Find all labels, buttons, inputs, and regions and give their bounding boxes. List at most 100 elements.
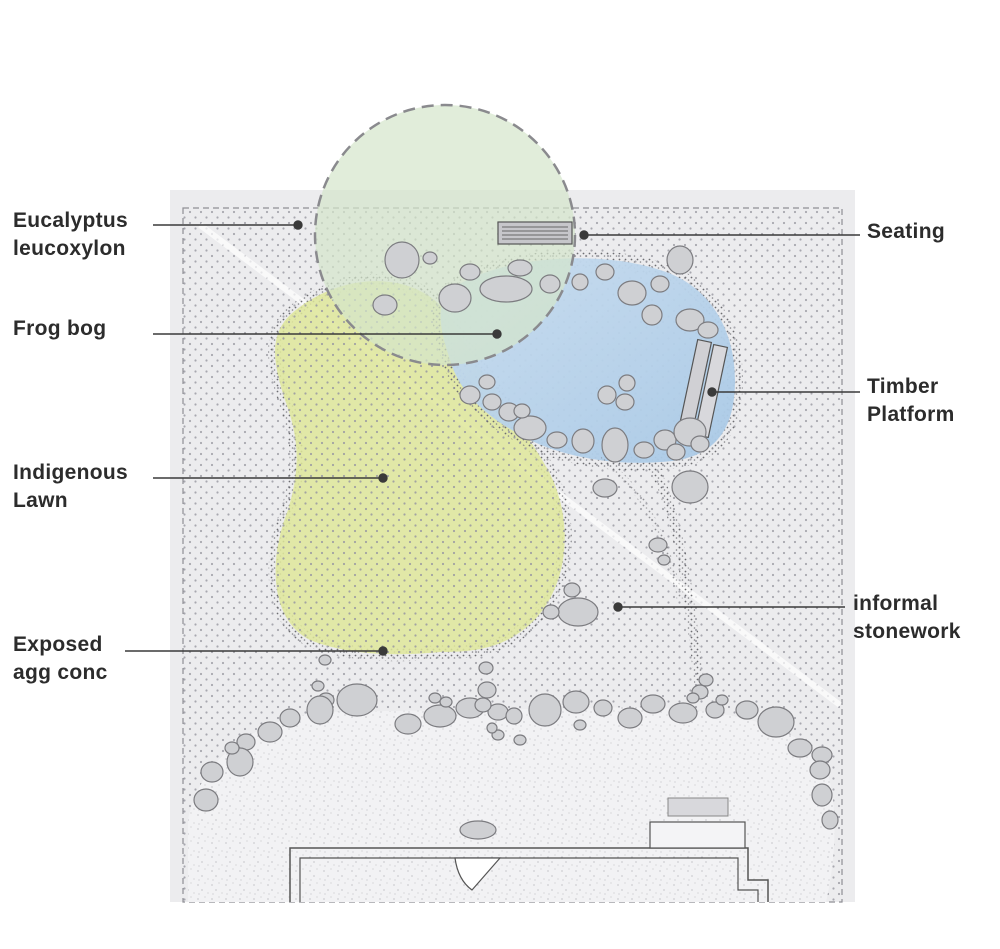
house-outline	[289, 847, 769, 902]
label-seating: Seating	[867, 218, 945, 246]
stone	[698, 673, 714, 687]
stone	[486, 722, 498, 734]
leader-dot-seating	[579, 230, 589, 240]
stone	[257, 721, 283, 743]
stone	[597, 385, 617, 405]
stone	[478, 661, 494, 675]
leader-dot-lawn	[378, 473, 388, 483]
stone	[666, 245, 694, 275]
label-timber-line2: Platform	[867, 403, 955, 426]
stone	[459, 820, 497, 840]
stone	[384, 241, 420, 279]
label-seating-line1: Seating	[867, 220, 945, 243]
label-lawn-line2: Lawn	[13, 489, 68, 512]
label-frog-bog: Frog bog	[13, 315, 106, 343]
stone	[715, 694, 729, 706]
house-element	[667, 797, 729, 817]
label-timber-platform: Timber Platform	[867, 373, 955, 429]
stone	[394, 713, 422, 735]
stone	[562, 690, 590, 714]
door-swing	[454, 857, 502, 891]
stone	[459, 263, 481, 281]
stone	[423, 704, 457, 728]
stone	[666, 443, 686, 461]
label-stonework-line1: informal	[853, 592, 939, 615]
stone	[318, 654, 332, 666]
label-indigenous-lawn: Indigenous Lawn	[13, 459, 128, 515]
stone	[193, 788, 219, 812]
stone	[571, 273, 589, 291]
stone	[601, 427, 629, 463]
stone	[811, 783, 833, 807]
stone	[648, 537, 668, 553]
stone	[422, 251, 438, 265]
stone	[474, 697, 492, 713]
leader-dot-frog-bog	[492, 329, 502, 339]
stone	[650, 275, 670, 293]
stone	[686, 692, 700, 704]
stone	[675, 308, 705, 332]
label-exposed-agg-line1: Exposed	[13, 633, 103, 656]
stone	[439, 696, 453, 708]
label-exposed-agg-line2: agg conc	[13, 661, 108, 684]
stone	[617, 280, 647, 306]
stone	[705, 701, 725, 719]
stone	[641, 304, 663, 326]
stone	[513, 403, 531, 419]
leader-dot-stonework	[613, 602, 623, 612]
label-stonework-line2: stonework	[853, 620, 961, 643]
stone	[592, 478, 618, 498]
stone	[690, 435, 710, 453]
stone	[224, 741, 240, 755]
stone	[593, 699, 613, 717]
label-eucalyptus: Eucalyptus leucoxylon	[13, 207, 128, 263]
stone	[671, 470, 709, 504]
stone	[573, 719, 587, 731]
stone	[438, 283, 472, 313]
stone	[482, 393, 502, 411]
stone	[513, 734, 527, 746]
label-lawn-line1: Indigenous	[13, 461, 128, 484]
stone	[459, 385, 481, 405]
stone	[657, 554, 671, 566]
stone	[505, 707, 523, 725]
stone	[595, 263, 615, 281]
stone	[311, 680, 325, 692]
stone	[478, 374, 496, 390]
stone	[557, 597, 599, 627]
stones	[193, 241, 839, 840]
leader-dot-exposed-agg	[378, 646, 388, 656]
stone	[542, 604, 560, 620]
label-exposed-agg: Exposed agg conc	[13, 631, 108, 687]
stone	[372, 294, 398, 316]
label-frog-bog-line1: Frog bog	[13, 317, 107, 340]
stone	[507, 259, 533, 277]
stone	[306, 695, 334, 725]
stone	[617, 707, 643, 729]
stone	[571, 428, 595, 454]
stone	[821, 810, 839, 830]
house-step	[649, 821, 746, 849]
stone	[528, 693, 562, 727]
leader-dot-eucalyptus	[293, 220, 303, 230]
stone	[787, 738, 813, 758]
label-eucalyptus-line1: Eucalyptus	[13, 209, 129, 232]
stone	[809, 760, 831, 780]
stone-path-edge-2	[598, 457, 683, 601]
stone	[479, 275, 533, 303]
stone	[668, 702, 698, 724]
seating-bench	[497, 221, 573, 245]
label-informal-stonework: informal stonework	[853, 590, 961, 646]
stone	[477, 681, 497, 699]
stone	[546, 431, 568, 449]
stone	[697, 321, 719, 339]
stone	[428, 692, 442, 704]
stone	[200, 761, 224, 783]
stone	[633, 441, 655, 459]
stone	[513, 415, 547, 441]
label-eucalyptus-line2: leucoxylon	[13, 237, 126, 260]
stone	[640, 694, 666, 714]
stone	[279, 708, 301, 728]
leader-dot-timber	[707, 387, 717, 397]
